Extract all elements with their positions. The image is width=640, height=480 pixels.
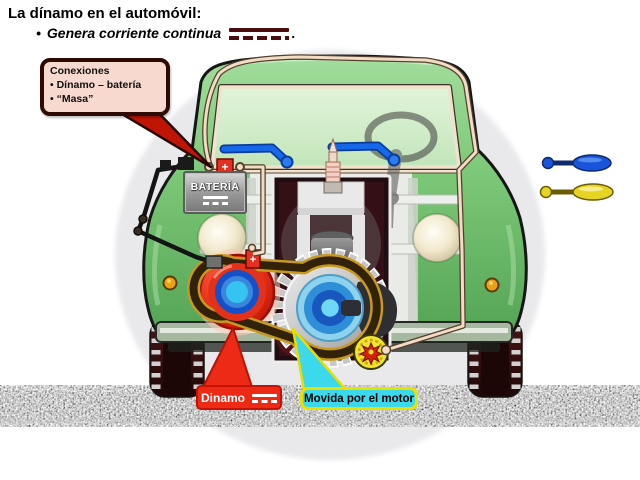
- movida-por-el-motor-label: Movida por el motor: [300, 387, 418, 410]
- movida-label-text: Movida por el motor: [304, 392, 414, 405]
- headlight-right-icon: [412, 213, 462, 263]
- page-title: La dínamo en el automóvil:: [8, 5, 202, 22]
- dc-current-icon: [229, 28, 290, 40]
- spark-plug-icon: [323, 137, 343, 194]
- frame-wire: [202, 54, 479, 356]
- callout-title: Conexiones: [50, 65, 110, 77]
- svg-text:+: +: [221, 160, 228, 174]
- pointer-tool-yellow-icon: [539, 183, 614, 201]
- drive-belt-icon: [187, 253, 384, 361]
- turn-signal-right-icon: [484, 277, 500, 293]
- battery-negative-terminal: [178, 157, 194, 170]
- bullet-text: Genera corriente continua: [46, 25, 222, 41]
- battery-dynamo-wire: [204, 162, 266, 257]
- dc-current-icon: [202, 195, 228, 205]
- callout-item: • “Masa”: [50, 92, 94, 105]
- wiper-right-icon: [327, 141, 401, 167]
- battery-label: BATERÍA: [190, 180, 240, 193]
- dynamo-pulley-icon: +: [208, 243, 266, 321]
- wiper-left-icon: [219, 143, 294, 169]
- callout-item: • Dínamo – batería: [50, 78, 142, 91]
- dinamo-label: Dinamo: [196, 385, 282, 410]
- dc-current-icon: [252, 393, 277, 403]
- ground-wire: [133, 160, 223, 269]
- bullet-marker: •: [36, 25, 41, 41]
- pointer-tip: [380, 344, 392, 356]
- battery-box: BATERÍA: [183, 171, 247, 214]
- dinamo-label-text: Dinamo: [200, 390, 245, 405]
- connections-callout: Conexiones • Dínamo – batería • “Masa”: [40, 58, 170, 116]
- bullet-suffix: .: [291, 25, 296, 41]
- svg-text:+: +: [250, 254, 256, 266]
- pointer-tool-blue-icon: [541, 154, 612, 172]
- ignition-sprocket-icon: [353, 334, 389, 370]
- bullet-line: • Genera corriente continua .: [36, 25, 295, 41]
- turn-signal-left-icon: [162, 275, 178, 291]
